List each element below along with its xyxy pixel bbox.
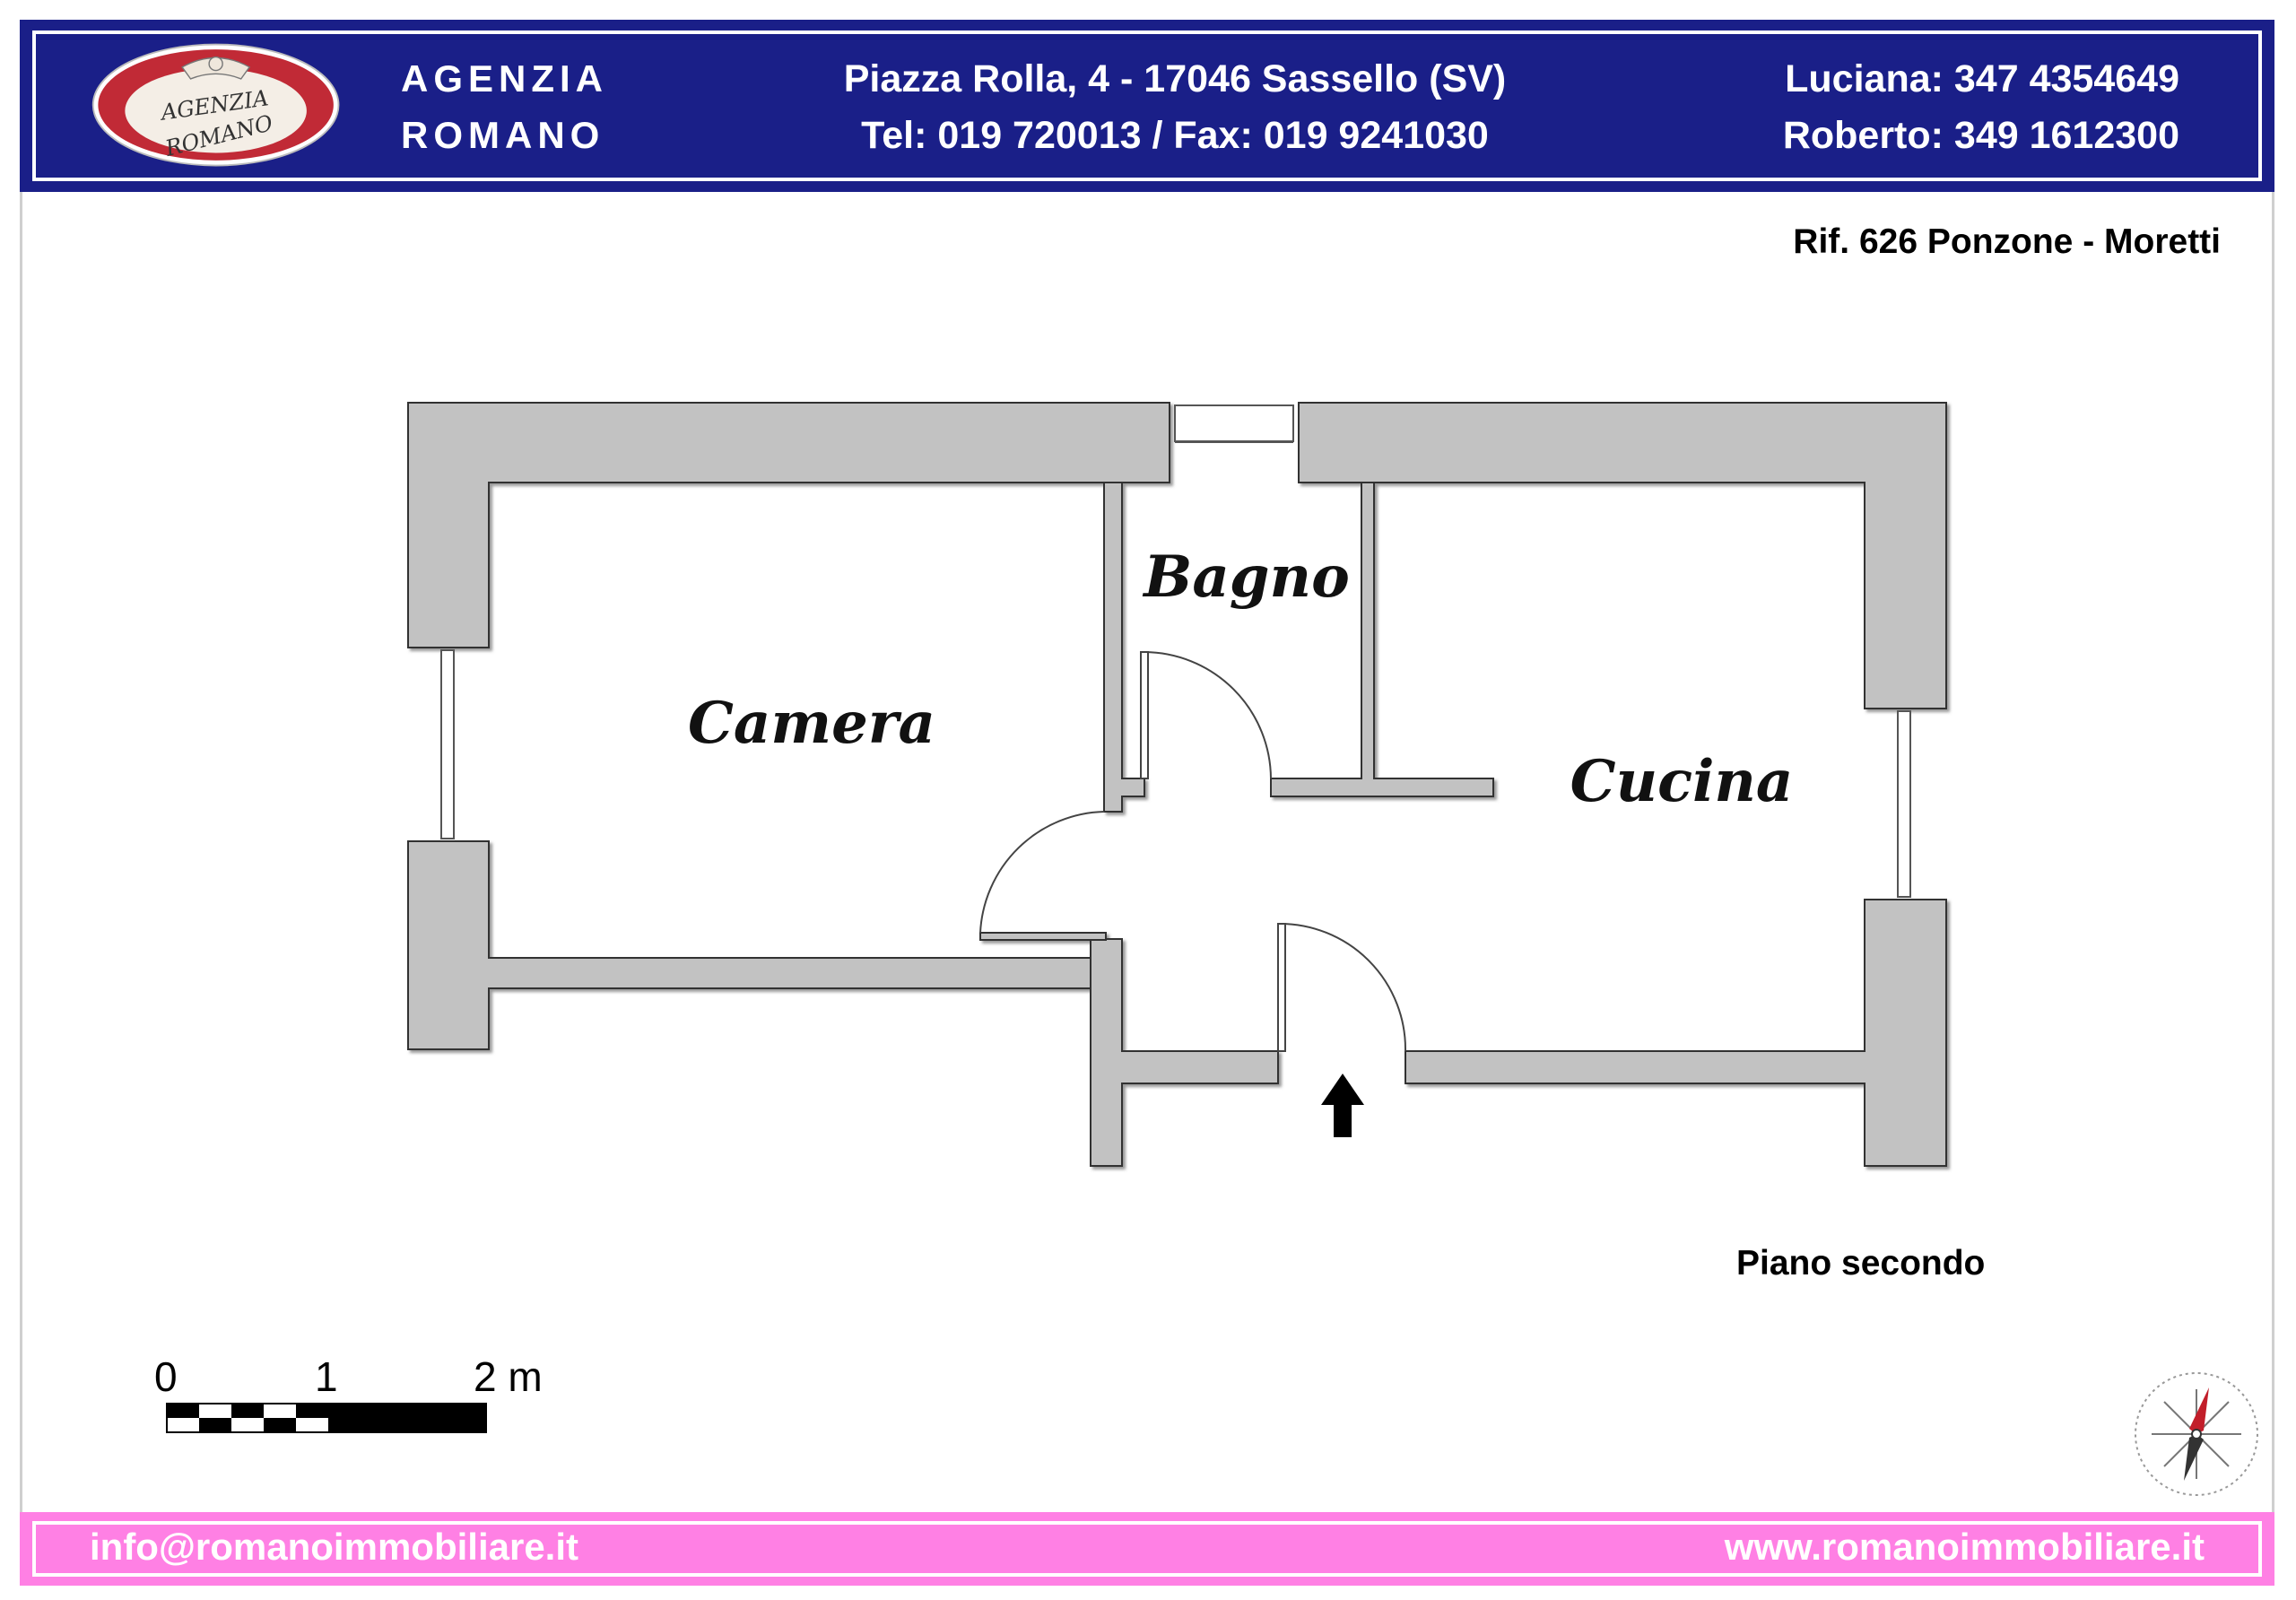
agency-name-line1: AGENZIA xyxy=(401,57,608,100)
footer-email-link[interactable]: info@romanoimmobiliare.it xyxy=(90,1526,578,1568)
wall-top-left xyxy=(407,402,1170,648)
compass-rose-icon xyxy=(2135,1372,2258,1496)
agency-address: Piazza Rolla, 4 - 17046 Sassello (SV) xyxy=(843,57,1507,100)
footer-border xyxy=(32,1521,2262,1577)
scale-label-2m: 2 m xyxy=(474,1353,543,1400)
wall-partition-bagno-cucina xyxy=(1270,482,1494,797)
wall-right-lower xyxy=(1405,899,1947,1167)
wall-top-right xyxy=(1298,402,1947,709)
scale-bar: 0 1 2 m xyxy=(154,1353,543,1433)
agency-name-line2: ROMANO xyxy=(401,114,605,156)
wall-partition-camera-bagno xyxy=(1103,482,1145,813)
room-label-cucina: Cucina xyxy=(1570,748,1794,815)
property-reference: Rif. 626 Ponzone - Moretti xyxy=(1793,222,2221,261)
floor-level-label: Piano secondo xyxy=(1736,1244,1986,1283)
header-border xyxy=(32,30,2262,181)
scale-label-0: 0 xyxy=(154,1353,178,1400)
header-banner xyxy=(20,20,2274,192)
door-bagno-leaf xyxy=(1140,651,1149,779)
door-bagno-swing xyxy=(1144,651,1272,779)
contact-luciana: Luciana: 347 4354649 xyxy=(1785,57,2179,100)
entrance-arrow-icon xyxy=(1321,1074,1364,1137)
window-bagno xyxy=(1174,404,1294,442)
wall-door-stub xyxy=(979,932,1107,941)
wall-corridor-left xyxy=(1090,938,1279,1167)
contact-roberto: Roberto: 349 1612300 xyxy=(1782,114,2179,157)
scale-label-1: 1 xyxy=(315,1353,338,1400)
room-label-camera: Camera xyxy=(688,690,935,757)
footer-banner xyxy=(20,1512,2274,1586)
window-cucina xyxy=(1897,710,1911,898)
door-entrance-leaf xyxy=(1277,923,1286,1052)
agency-phone-fax: Tel: 019 720013 / Fax: 019 9241030 xyxy=(861,114,1489,157)
window-camera xyxy=(440,649,455,839)
door-camera-swing xyxy=(979,811,1105,934)
door-entrance-swing xyxy=(1279,923,1407,1052)
footer-website-link[interactable]: www.romanoimmobiliare.it xyxy=(1724,1526,2205,1568)
room-label-bagno: Bagno xyxy=(1142,543,1350,611)
agency-logo: AGENZIA ROMANO xyxy=(91,43,340,167)
